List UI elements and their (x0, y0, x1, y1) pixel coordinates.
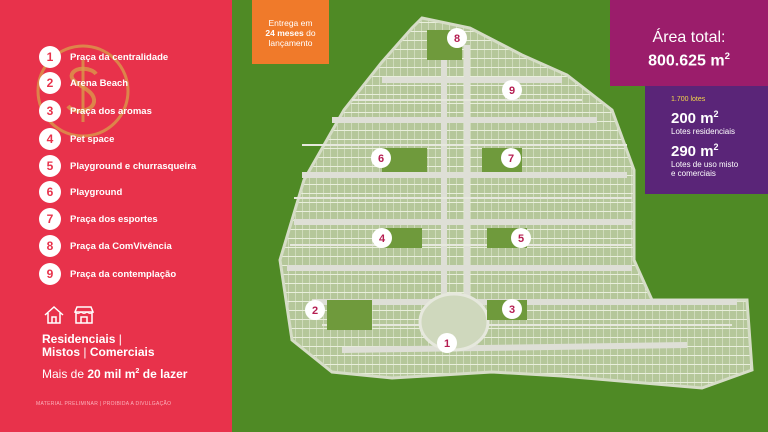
building-type-icons (43, 305, 95, 325)
lot-types: Residenciais | Mistos | Comerciais (42, 332, 155, 359)
legend-label: Praça da ComVivência (70, 240, 172, 252)
legend-item-1[interactable]: 1 Praça da centralidade (39, 46, 168, 68)
legend-panel: 1 Praça da centralidade 2 Arena Beach 3 … (0, 0, 232, 432)
delivery-badge: Entrega em 24 meses do lançamento (252, 0, 329, 64)
legend-item-2[interactable]: 2 Arena Beach (39, 72, 128, 94)
svg-text:5: 5 (518, 233, 524, 245)
legend-item-4[interactable]: 4 Pet space (39, 128, 114, 150)
legend-number: 4 (39, 128, 61, 150)
lots-count: 1.700 lotes (671, 96, 706, 103)
total-area-label: Área total: (652, 29, 726, 46)
leisure-suffix: de lazer (142, 367, 188, 381)
map-marker-8[interactable]: 8 (447, 28, 467, 48)
legend-number: 8 (39, 235, 61, 257)
map-marker-6[interactable]: 6 (371, 148, 391, 168)
legend-number: 9 (39, 263, 61, 285)
delivery-months: 24 meses (265, 28, 304, 38)
total-area-value: 800.625 m2 (648, 51, 730, 70)
svg-text:8: 8 (454, 33, 460, 45)
legend-item-8[interactable]: 8 Praça da ComVivência (39, 235, 172, 257)
leisure-area-text: Mais de 20 mil m2 de lazer (42, 366, 188, 381)
legend-label: Pet space (70, 133, 115, 145)
map-marker-7[interactable]: 7 (501, 148, 521, 168)
secondary-roads (290, 99, 732, 326)
map-marker-4[interactable]: 4 (372, 228, 392, 248)
svg-text:1: 1 (444, 338, 450, 350)
type-mixed: Mistos (42, 345, 81, 359)
map-marker-3[interactable]: 3 (502, 299, 522, 319)
watermark-dollar-icon (36, 44, 130, 138)
svg-text:2: 2 (312, 305, 318, 317)
svg-text:9: 9 (509, 85, 515, 97)
legend-label: Arena Beach (70, 77, 129, 89)
legend-item-7[interactable]: 7 Praça dos esportes (39, 208, 158, 230)
residential-lot-size: 200 m2 (671, 109, 719, 127)
svg-text:6: 6 (378, 153, 384, 165)
svg-text:3: 3 (509, 304, 515, 316)
legend-number: 7 (39, 208, 61, 230)
road-network (287, 45, 737, 353)
legend-number: 2 (39, 72, 61, 94)
delivery-line-3: do (306, 28, 316, 38)
type-residential: Residenciais (42, 332, 116, 346)
svg-text:7: 7 (508, 153, 514, 165)
mixed-lot-desc-1: Lotes de uso misto (671, 160, 739, 169)
legend-label: Praça da centralidade (70, 51, 169, 63)
legend-item-6[interactable]: 6 Playground (39, 181, 122, 203)
legend-label: Playground (70, 186, 123, 198)
disclaimer: MATERIAL PRELIMINAR | PROIBIDA A DIVULGA… (36, 401, 172, 407)
leisure-value: 20 mil m (87, 367, 136, 381)
residential-lot-desc: Lotes residenciais (671, 127, 736, 136)
map-marker-5[interactable]: 5 (511, 228, 531, 248)
legend-label: Playground e churrasqueira (70, 160, 197, 172)
delivery-line-4: lançamento (268, 38, 313, 48)
map-marker-1[interactable]: 1 (437, 333, 457, 353)
house-icon (44, 305, 64, 324)
legend-label: Praça da contemplação (70, 268, 177, 280)
type-commercial: Comerciais (89, 345, 155, 359)
legend-item-9[interactable]: 9 Praça da contemplação (39, 263, 176, 285)
map-marker-2[interactable]: 2 (305, 300, 325, 320)
legend-number: 3 (39, 100, 61, 122)
lots-info-box: 1.700 lotes 200 m2 Lotes residenciais 29… (645, 86, 768, 194)
leisure-prefix: Mais de (42, 367, 85, 381)
legend-label: Praça dos aromas (70, 105, 152, 117)
store-icon (73, 306, 95, 324)
legend-label: Praça dos esportes (70, 213, 158, 225)
mixed-lot-size: 290 m2 (671, 142, 719, 160)
svg-text:4: 4 (379, 233, 386, 245)
legend-item-5[interactable]: 5 Playground e churrasqueira (39, 155, 196, 177)
total-area-box: Área total: 800.625 m2 (610, 0, 768, 86)
delivery-line-1: Entrega em (268, 18, 313, 28)
legend-number: 5 (39, 155, 61, 177)
legend-number: 1 (39, 46, 61, 68)
mixed-lot-desc-2: e comerciais (671, 169, 716, 178)
legend-number: 6 (39, 181, 61, 203)
map-marker-9[interactable]: 9 (502, 80, 522, 100)
legend-item-3[interactable]: 3 Praça dos aromas (39, 100, 152, 122)
